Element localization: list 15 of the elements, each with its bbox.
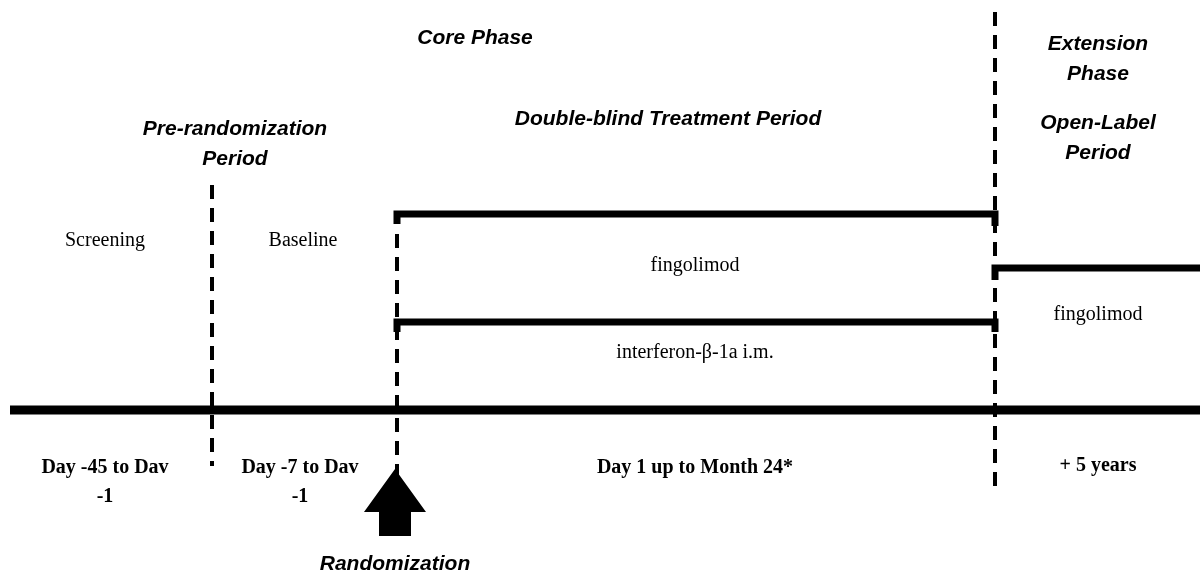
phase-heading: Extension Phase <box>1046 30 1150 86</box>
duration-label: + 5 years <box>1058 452 1138 478</box>
treatment-label: fingolimod <box>1052 301 1144 326</box>
treatment-label: fingolimod <box>649 252 741 277</box>
event-label: Randomization <box>318 550 472 576</box>
phase-heading: Core Phase <box>416 24 534 50</box>
duration-label: Day 1 up to Month 24* <box>595 454 795 480</box>
duration-label: Day -7 to Dav -1 <box>240 454 360 508</box>
treatment-label: interferon-β-1a i.m. <box>615 339 775 364</box>
period-heading: Double-blind Treatment Period <box>513 105 823 131</box>
duration-label: Day -45 to Dav -1 <box>40 454 170 508</box>
period-label: Screening <box>64 227 146 252</box>
period-label: Baseline <box>267 227 339 252</box>
period-heading: Open-Label Period <box>1039 109 1157 165</box>
period-heading: Pre-randomization Period <box>141 115 329 171</box>
